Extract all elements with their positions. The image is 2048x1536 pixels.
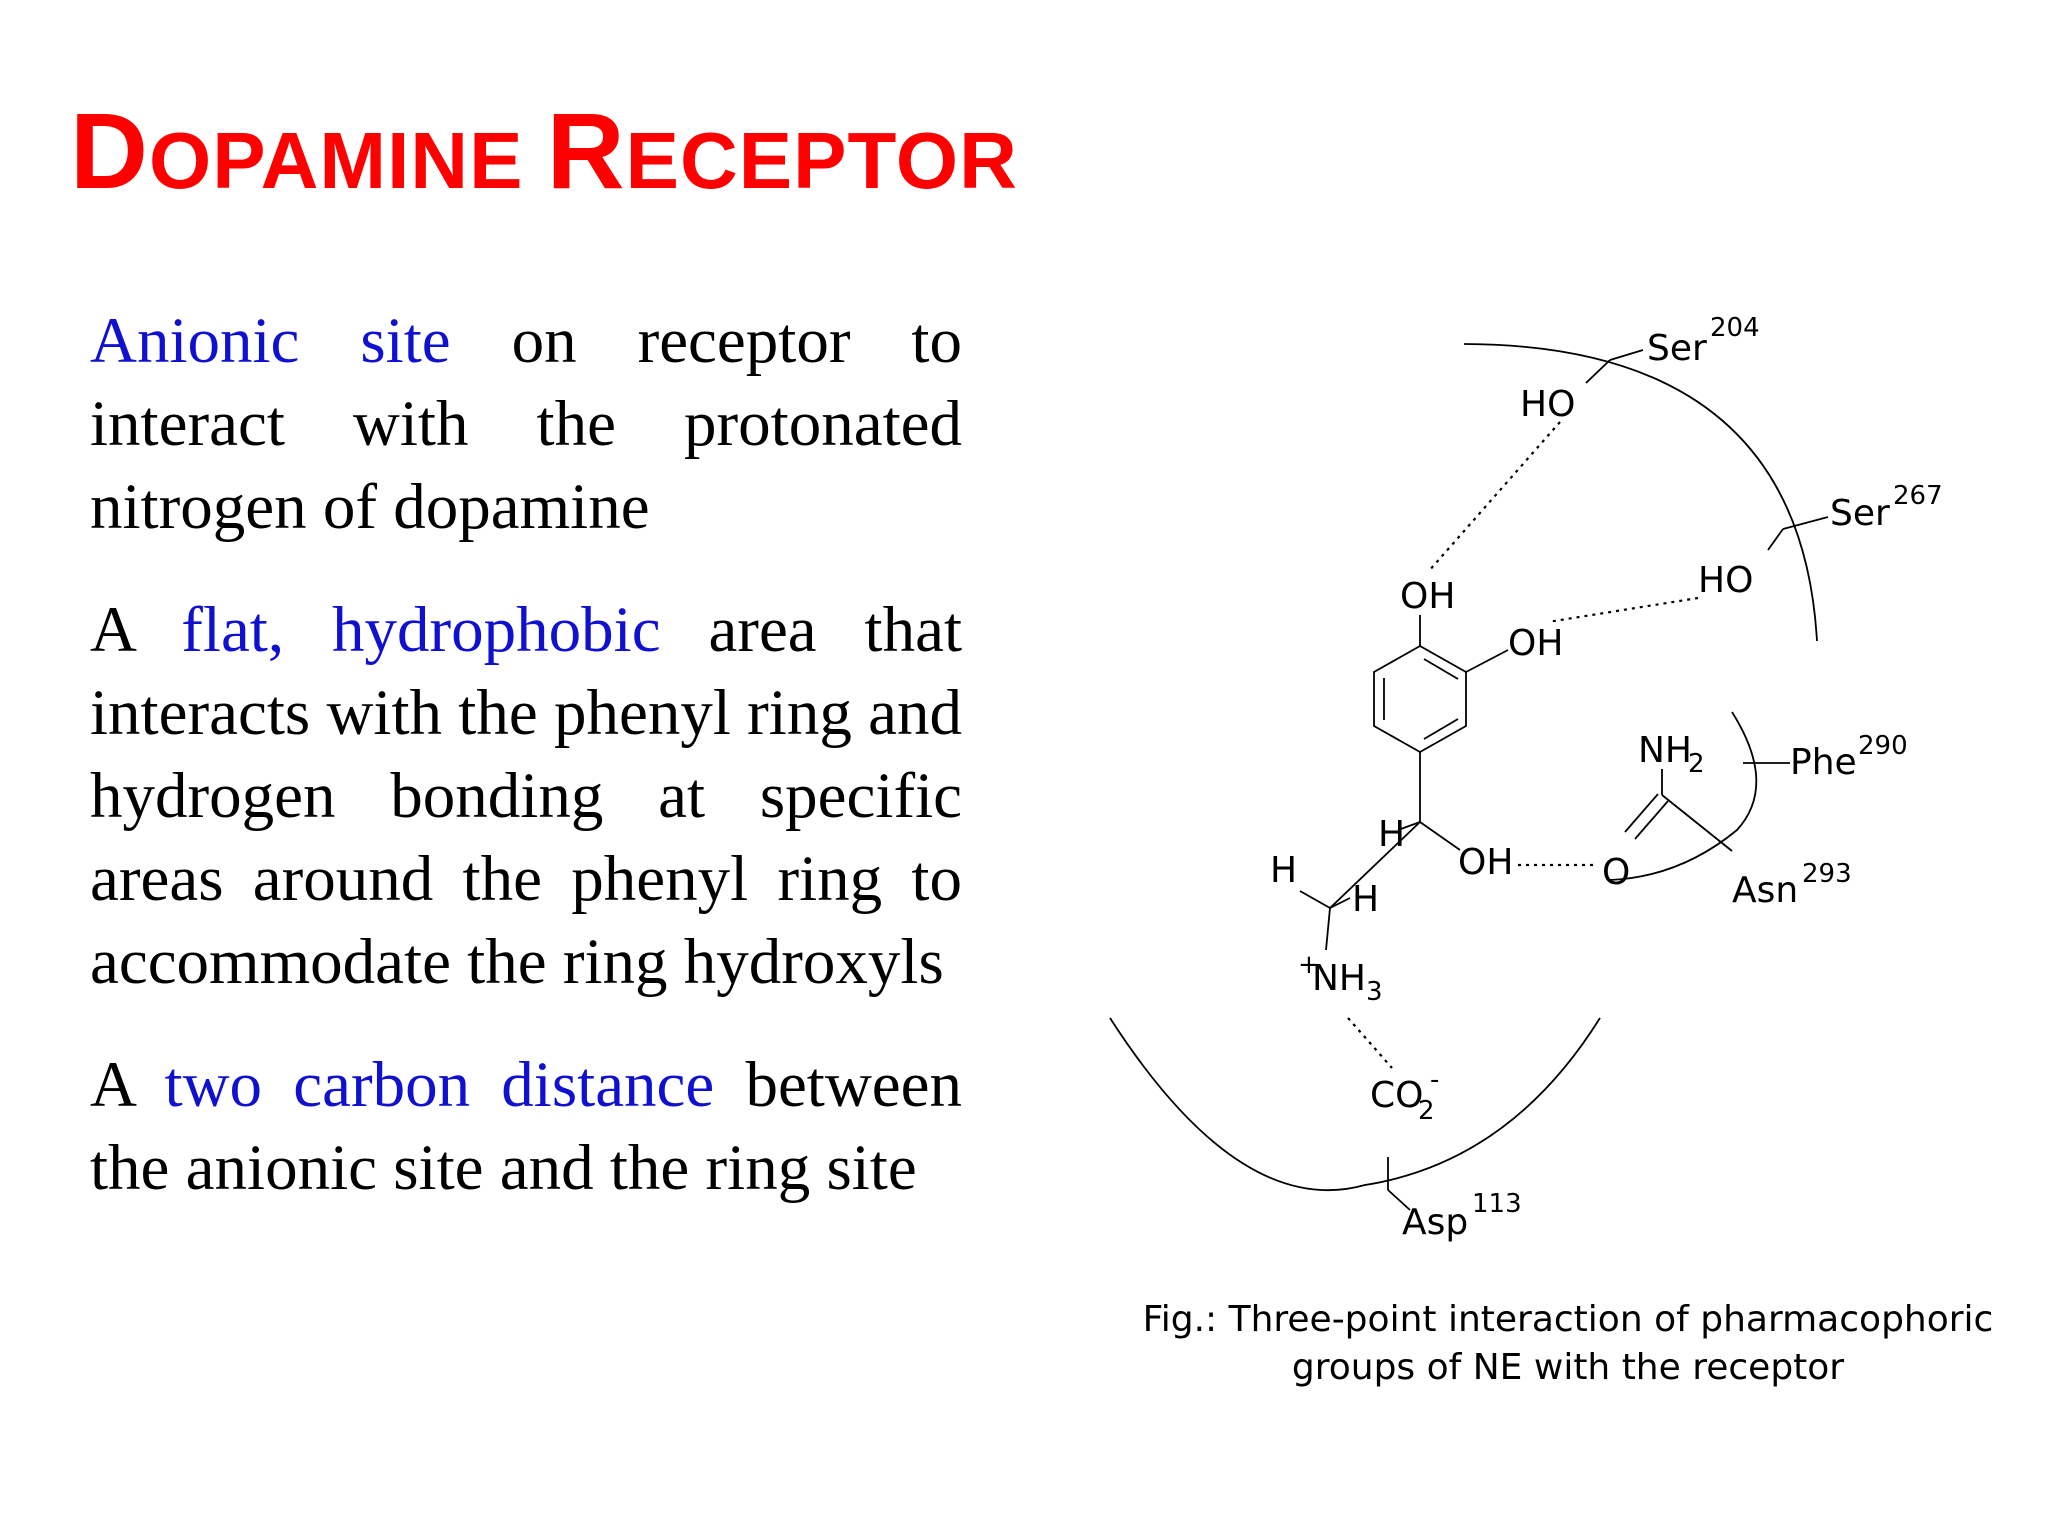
title-rest-dopamine: OPAMINE [149,116,547,205]
slide-title: DOPAMINE RECEPTOR [70,88,1018,213]
figure-caption: Fig.: Three-point interaction of pharmac… [1138,1296,1998,1392]
label-co2: CO [1370,1075,1423,1116]
bullet-two-carbon-distance: A two carbon distance between the anioni… [90,1044,962,1210]
bullet-lead: A [90,1049,165,1121]
label-asp: Asp [1402,1202,1468,1243]
label-ser204: Ser [1647,328,1707,369]
bullet-anionic-site: Anionic site on receptor to interact wit… [90,300,962,549]
label-co2-minus: - [1430,1065,1439,1095]
bullet-highlight: Anionic site [90,305,451,377]
bullet-highlight: two carbon distance [164,1049,715,1121]
hbond-ser204 [1427,421,1561,573]
label-oh-chain: OH [1458,842,1513,883]
label-phe-num: 290 [1858,731,1908,761]
label-asn: Asn [1732,870,1798,911]
title-rest-receptor: ECEPTOR [625,116,1018,205]
asn-phe-binding-arc [1609,711,1758,881]
bullet-text: on receptor to interact with the protona… [90,305,962,543]
caption-line-1: Fig.: Three-point interaction of pharmac… [1142,1299,1994,1340]
bullet-list: Anionic site on receptor to interact wit… [90,300,962,1250]
asp-binding-arc [1109,1017,1601,1192]
label-ho-ser204: HO [1520,384,1575,425]
bullet-text: between the anionic site and the ring si… [90,1049,962,1204]
label-h-left: H [1270,850,1297,891]
ser-binding-arc [1463,343,1818,642]
label-ser204-num: 204 [1710,313,1760,343]
label-asn-num: 293 [1802,859,1852,889]
label-oh-ring-top: OH [1400,576,1455,617]
label-nh2-sub: 2 [1688,749,1705,779]
label-nh2: NH [1638,730,1692,771]
label-ho-ser267: HO [1698,560,1753,601]
label-h-right: H [1352,879,1379,920]
benzene-double-bonds [1383,658,1459,740]
label-ser267-num: 267 [1893,481,1943,511]
bullet-lead: A [90,594,182,666]
label-oh-ring-side: OH [1508,623,1563,664]
label-h-upper: H [1378,814,1405,855]
label-nh3-sub: 3 [1366,977,1383,1007]
ionic-bond-asp113 [1347,1017,1393,1069]
bullet-text: area that interacts with the phenyl ring… [90,594,962,998]
label-nh3-plus: + [1298,950,1320,980]
label-phe: Phe [1790,742,1857,783]
label-amide-o: O [1602,852,1630,893]
hbond-ser267 [1547,596,1699,624]
title-initial-r: R [546,90,626,211]
label-co2-sub: 2 [1418,1096,1435,1126]
label-ser267: Ser [1830,493,1890,534]
label-nh3: NH [1312,958,1366,999]
receptor-diagram: Ser 204 Ser 267 HO HO OH OH OH NH 2 Phe … [1109,313,1943,1243]
bullet-highlight: flat, hydrophobic [181,594,661,666]
caption-line-2: groups of NE with the receptor [1291,1347,1845,1388]
bullet-hydrophobic-area: A flat, hydrophobic area that interacts … [90,589,962,1004]
three-point-interaction-figure: Ser 204 Ser 267 HO HO OH OH OH NH 2 Phe … [1090,310,1990,1410]
label-asp-num: 113 [1472,1189,1522,1219]
title-initial-d: D [70,90,149,211]
benzene-ring [1373,644,1467,754]
